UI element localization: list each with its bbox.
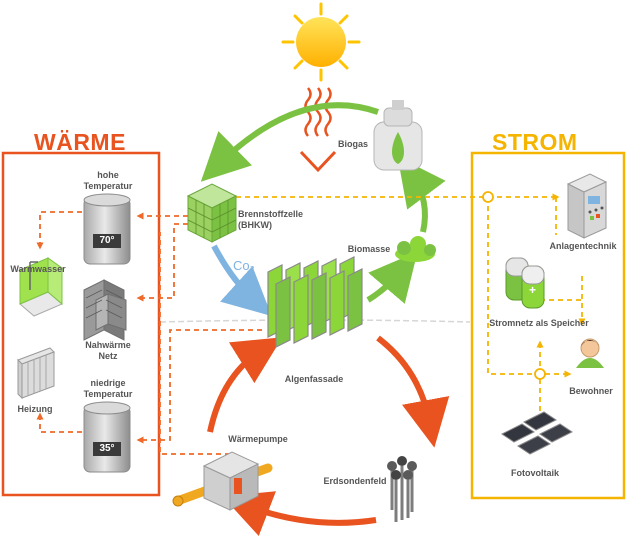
fuel-cell-label: Brennstoffzelle (BHKW) — [238, 209, 318, 231]
co2-label: Co₂ — [233, 258, 255, 273]
low-temp-label-line2: Temperatur — [83, 389, 133, 399]
grid-storage-label: Stromnetz als Speicher — [489, 318, 589, 328]
control-cabinet-label: Anlagentechnik — [549, 241, 617, 251]
heat-pump-label: Wärmepumpe — [228, 434, 288, 444]
low-temp-label-line1: niedrige — [90, 378, 126, 388]
heat-pump-icon — [172, 451, 273, 511]
ground-probe-icon — [387, 456, 417, 522]
heat-distribution-lines — [36, 211, 262, 455]
warmwater-label: Warmwasser — [10, 264, 66, 274]
arrow-biomass-to-biogas — [397, 156, 446, 233]
battery-icon: + — [505, 257, 545, 309]
control-cabinet-icon — [566, 173, 608, 239]
algae-facade-label: Algenfassade — [284, 374, 344, 384]
residents-label: Bewohner — [569, 386, 613, 396]
building-icon — [83, 279, 127, 341]
fuel-cell-label-line1: Brennstoffzelle — [238, 209, 304, 219]
heating-label: Heizung — [17, 404, 53, 414]
sun-icon — [281, 2, 361, 82]
high-temp-value: 70° — [93, 234, 121, 248]
solar-panel-icon — [501, 411, 573, 455]
low-temp-label: niedrige Temperatur — [80, 378, 136, 400]
arrow-probes-to-pump — [222, 491, 377, 537]
arrow-co2 — [211, 244, 272, 317]
fuel-cell-label-line2: (BHKW) — [238, 220, 272, 230]
biomass-label: Biomasse — [347, 244, 391, 254]
hot-tank-icon — [83, 193, 131, 265]
high-temp-label-line1: hohe — [97, 170, 119, 180]
low-tank-icon — [83, 401, 131, 473]
strom-heading: STROM — [492, 129, 578, 155]
power-junction-2 — [534, 368, 546, 380]
shower-icon — [19, 257, 63, 317]
power-distribution-lines — [236, 193, 586, 420]
arrow-pump-to-algae — [207, 337, 283, 433]
fuel-cell-icon — [186, 183, 238, 243]
svg-text:+: + — [529, 283, 536, 297]
high-temp-label: hohe Temperatur — [80, 170, 136, 192]
biomass-icon — [395, 236, 436, 262]
local-heat-label-line1: Nahwärme — [85, 340, 131, 350]
local-heat-label: Nahwärme Netz — [80, 340, 136, 362]
ground-probe-label: Erdsondenfeld — [323, 476, 387, 486]
person-icon — [576, 338, 604, 368]
arrow-biogas-to-fuelcell — [200, 102, 379, 182]
biogas-tank-icon — [373, 100, 423, 171]
algae-facade-icon — [267, 256, 363, 348]
arrow-algae-to-probes — [376, 335, 450, 448]
arrow-algae-to-biomass — [366, 251, 418, 304]
high-temp-label-line2: Temperatur — [83, 181, 133, 191]
waerme-box — [1, 151, 161, 497]
local-heat-label-line2: Netz — [98, 351, 118, 361]
waerme-heading: WÄRME — [34, 129, 126, 155]
biogas-label: Biogas — [337, 139, 368, 149]
low-temp-value: 35° — [93, 442, 121, 456]
heat-rays — [299, 87, 337, 173]
photovoltaic-label: Fotovoltaik — [510, 468, 559, 478]
radiator-icon — [17, 347, 55, 400]
power-junction-1 — [482, 191, 494, 203]
strom-box — [470, 151, 626, 500]
